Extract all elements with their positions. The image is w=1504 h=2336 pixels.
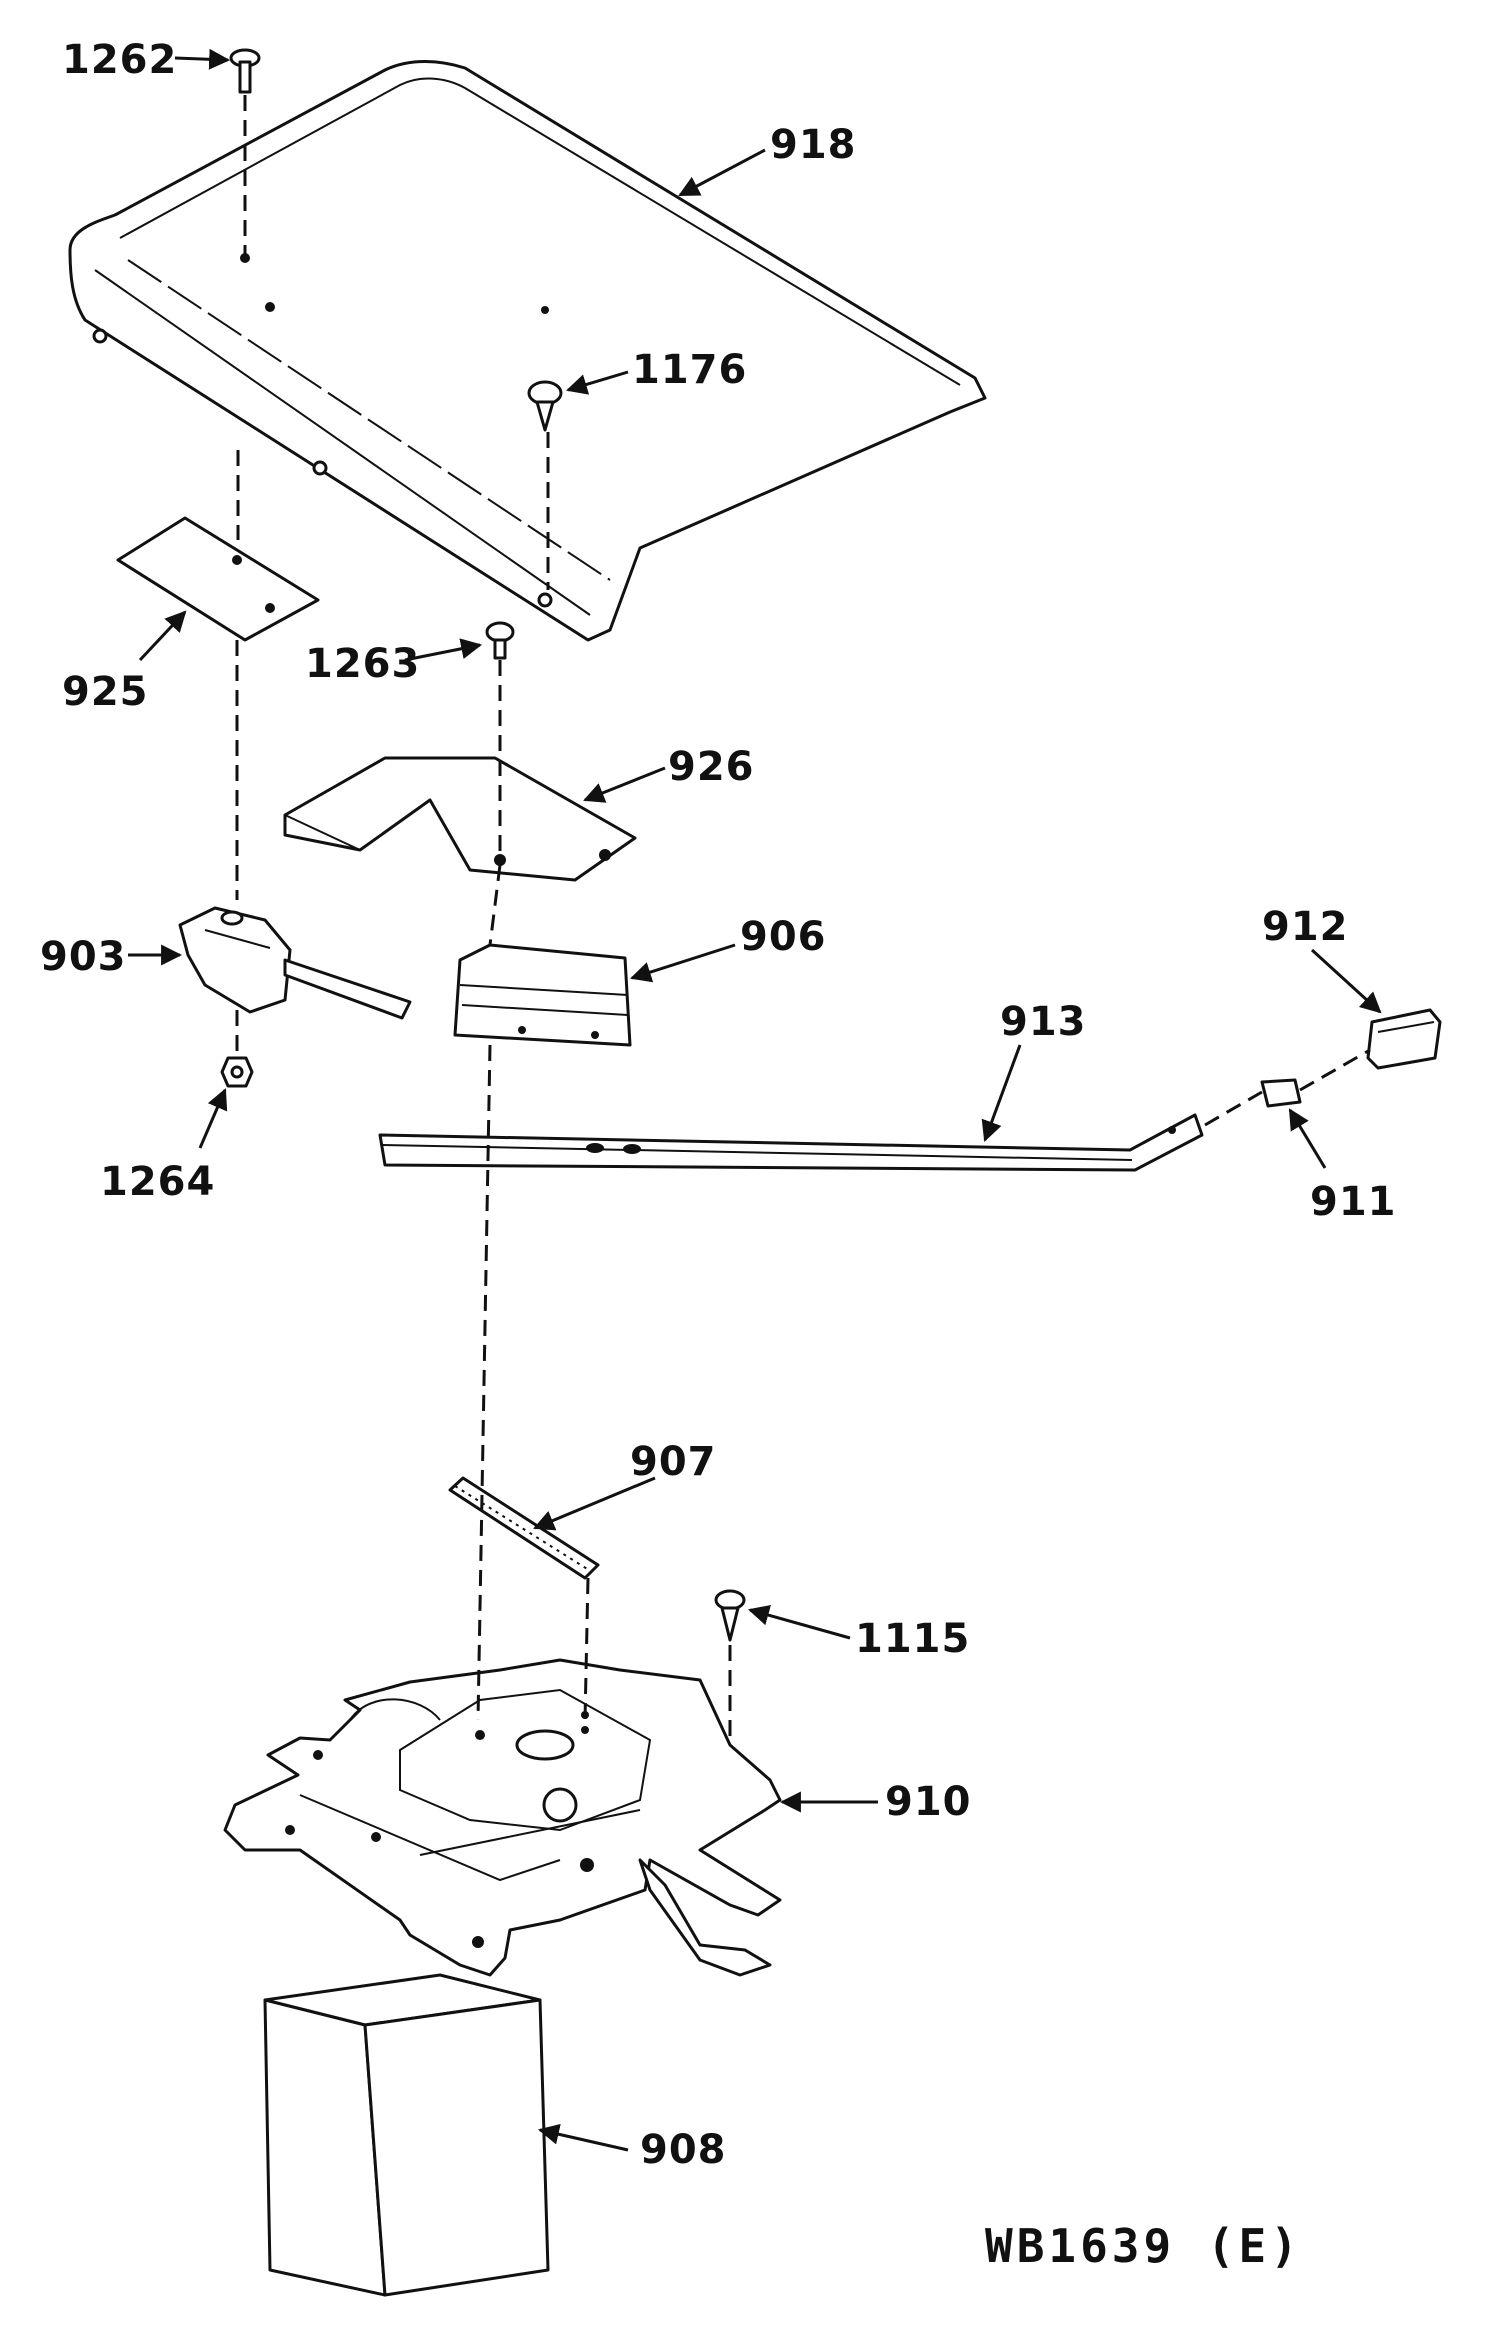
part-908-box — [263, 1973, 550, 2297]
callout-906: 906 — [740, 914, 827, 960]
callout-1176: 1176 — [632, 347, 747, 393]
diagram-caption: WB1639 (E) — [985, 2219, 1302, 2273]
part-926-bracket — [283, 756, 637, 882]
callout-910: 910 — [885, 1779, 972, 1825]
part-907-spring — [448, 1476, 600, 1580]
part-911-clip — [1260, 1078, 1302, 1108]
callout-908: 908 — [640, 2127, 727, 2173]
callout-925: 925 — [62, 669, 149, 715]
callout-907: 907 — [630, 1439, 717, 1485]
part-1262-screw — [229, 48, 261, 94]
callout-926: 926 — [668, 744, 755, 790]
callout-1263: 1263 — [305, 641, 420, 687]
leader-lines — [128, 48, 1382, 2152]
part-913-lever — [378, 1113, 1204, 1172]
part-918-cover — [68, 60, 987, 642]
callout-918: 918 — [770, 122, 857, 168]
assembly-lines — [235, 95, 1371, 1745]
part-903-switch — [178, 906, 412, 1020]
callout-912: 912 — [1262, 904, 1349, 950]
part-1263-screw — [485, 621, 515, 660]
part-912-cap — [1366, 1008, 1442, 1070]
callout-1115: 1115 — [855, 1616, 970, 1662]
callout-913: 913 — [1000, 999, 1087, 1045]
part-1264-nut — [220, 1056, 254, 1088]
callout-903: 903 — [40, 934, 127, 980]
part-906-block — [453, 943, 632, 1047]
callout-labels: 1262 918 1176 925 1263 926 903 906 912 9… — [40, 37, 1397, 2173]
part-1115-screw — [714, 1589, 746, 1642]
callout-911: 911 — [1310, 1179, 1397, 1225]
callout-1264: 1264 — [100, 1159, 215, 1205]
callout-1262: 1262 — [62, 37, 177, 83]
part-925-pad — [116, 516, 320, 642]
part-1176-screw — [527, 380, 563, 432]
part-910-mechanism — [223, 1658, 782, 1977]
